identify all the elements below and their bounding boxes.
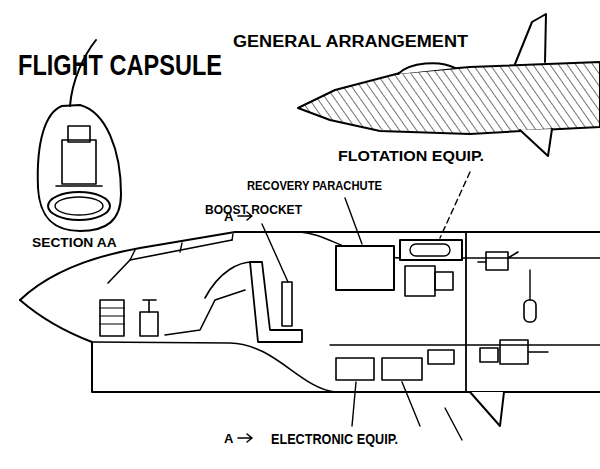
part-label: RECOVERY PARACHUTE [247, 179, 382, 192]
diagram-title: FLIGHT CAPSULE [18, 50, 222, 80]
section-mark: A [224, 432, 233, 445]
part-label: ELECTRONIC EQUIP. [271, 432, 398, 446]
part-label: BOOST ROCKET [205, 203, 302, 216]
part-label: FLOTATION EQUIP. [338, 149, 484, 163]
section-mark: A [224, 210, 233, 223]
view-label: SECTION AA [32, 237, 117, 249]
subtitle: GENERAL ARRANGEMENT [233, 34, 468, 50]
